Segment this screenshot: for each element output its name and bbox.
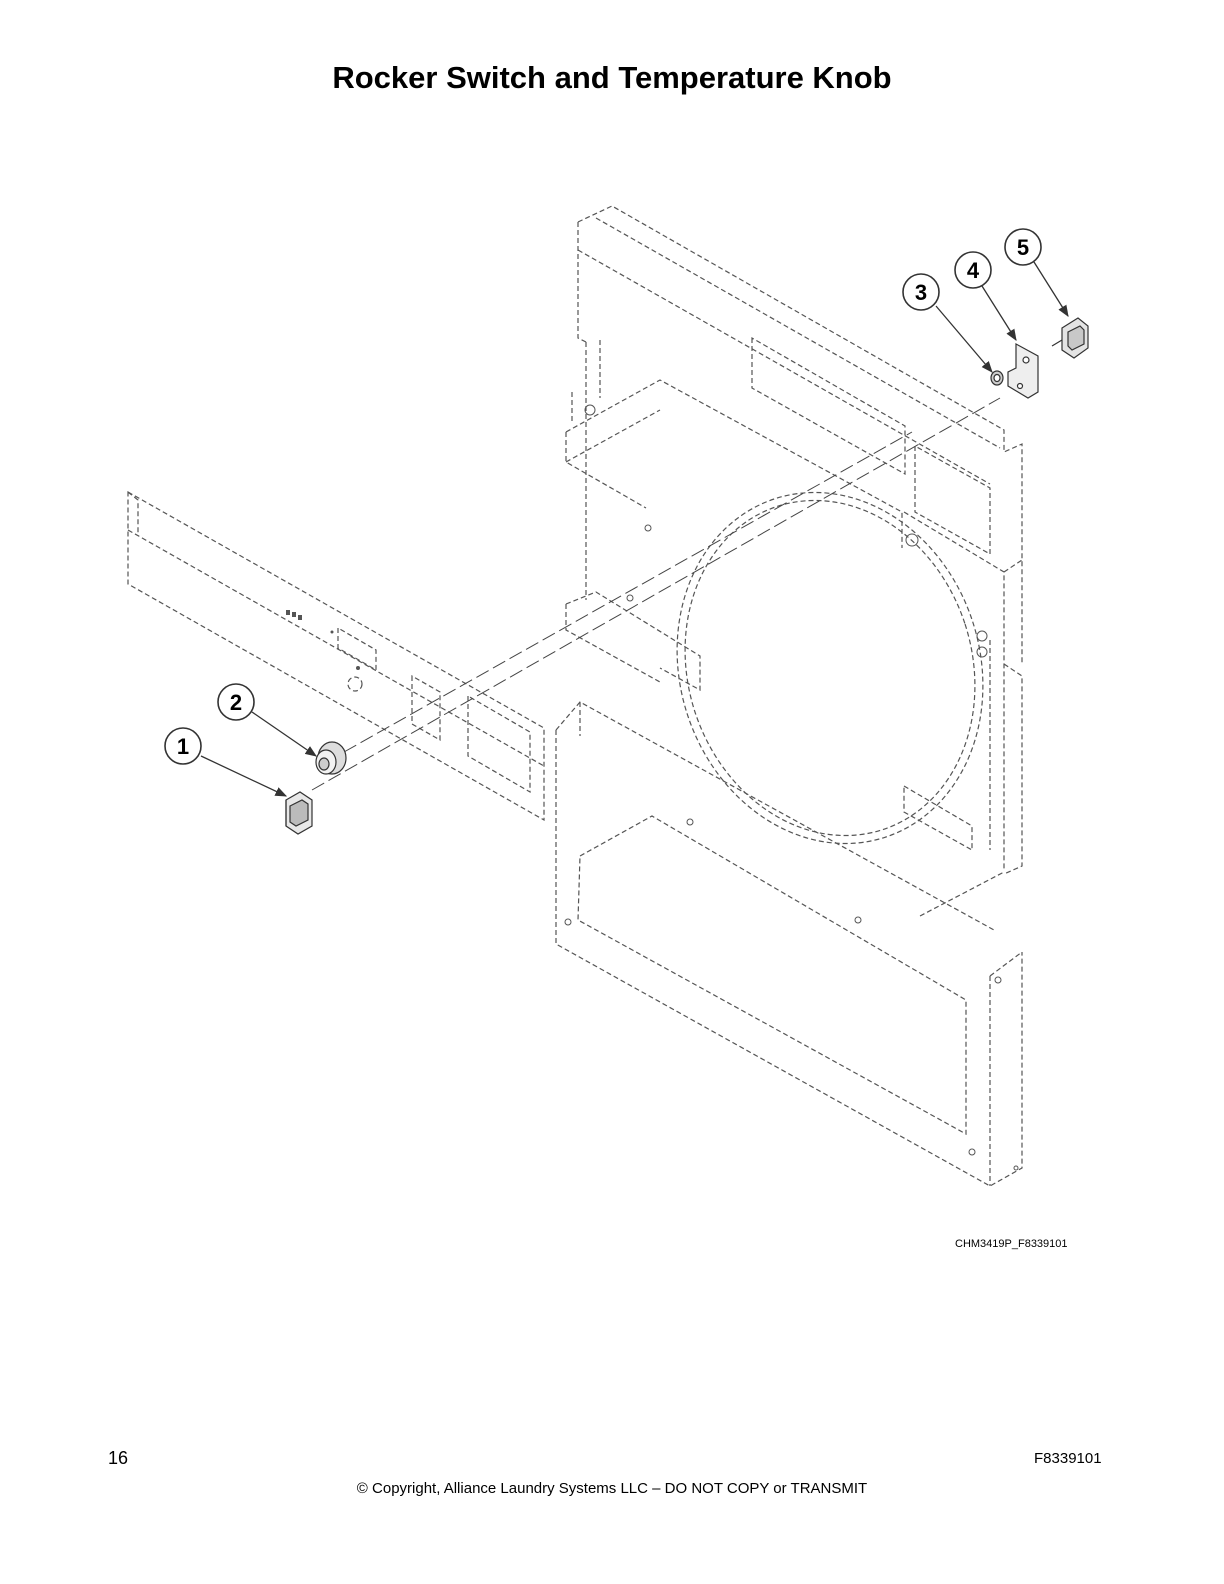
figure-id: CHM3419P_F8339101 bbox=[955, 1238, 1068, 1250]
thermostat-switch-part bbox=[1051, 317, 1089, 359]
assembly-lines bbox=[311, 397, 1001, 791]
callout-1-label: 1 bbox=[177, 734, 189, 759]
control-panel bbox=[127, 490, 545, 822]
bracket-part bbox=[1007, 342, 1039, 399]
callout-2-label: 2 bbox=[230, 690, 242, 715]
callout-2: 2 bbox=[217, 683, 255, 721]
front-panel-frame bbox=[555, 205, 1023, 1187]
page-number: 16 bbox=[108, 1448, 129, 1468]
callout-5-label: 5 bbox=[1017, 235, 1029, 260]
callout-leaders bbox=[200, 261, 1069, 797]
nut-part bbox=[990, 370, 1004, 386]
callout-1: 1 bbox=[164, 727, 202, 765]
callout-4-label: 4 bbox=[967, 258, 980, 283]
callout-3-label: 3 bbox=[915, 280, 927, 305]
control-panel-markings bbox=[286, 610, 360, 670]
callout-3: 3 bbox=[902, 273, 940, 311]
document-number: F8339101 bbox=[1034, 1450, 1102, 1467]
rocker-switch-part bbox=[285, 791, 313, 835]
copyright-notice: © Copyright, Alliance Laundry Systems LL… bbox=[356, 1480, 868, 1497]
frame-holes bbox=[564, 404, 1019, 1171]
page-title: Rocker Switch and Temperature Knob bbox=[332, 60, 892, 95]
callout-4: 4 bbox=[954, 251, 992, 289]
temperature-knob-part bbox=[315, 741, 347, 775]
callout-5: 5 bbox=[1004, 228, 1042, 266]
